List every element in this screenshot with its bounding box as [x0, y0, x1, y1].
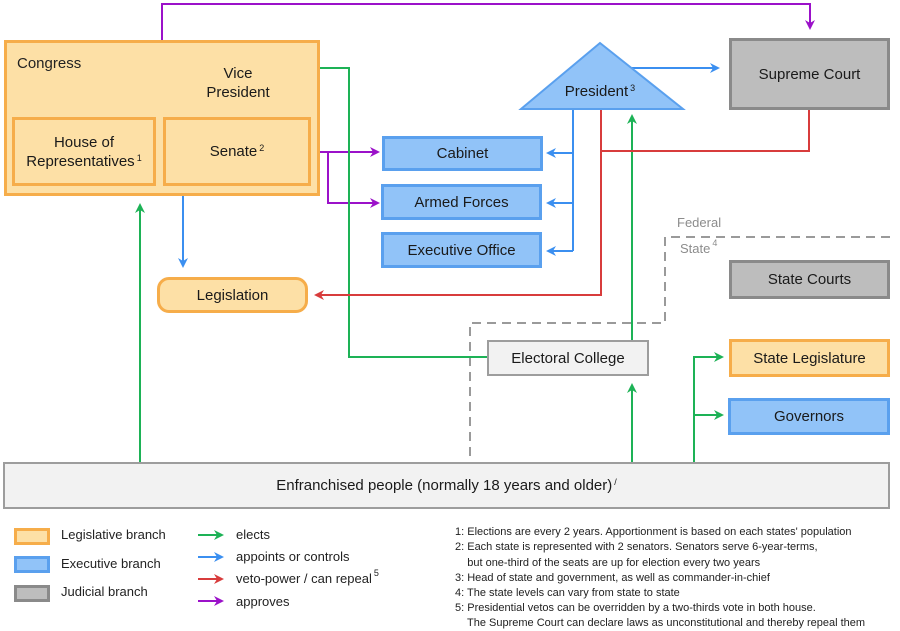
legend-label-veto-text: veto-power / can repeal: [236, 571, 372, 586]
arrow-senate-approves-armed-forces: [327, 152, 380, 208]
cabinet-box: Cabinet: [382, 136, 543, 171]
state-legislature-label: State Legislature: [753, 349, 866, 367]
executive-office-label: Executive Office: [407, 241, 516, 259]
footnote-5-cont: The Supreme Court can declare laws as un…: [455, 617, 866, 629]
footnote-marker: 5: [373, 568, 379, 578]
legend-label-elects: elects: [236, 527, 270, 542]
state-label-text: State: [680, 241, 711, 256]
electoral-college-box: Electoral College: [487, 340, 649, 376]
legend-swatch-legislative: [14, 528, 50, 545]
legend-swatch-executive: [14, 556, 50, 573]
footnote-marker: 2: [259, 143, 265, 153]
arrow-president-veto-legislation: [314, 110, 602, 300]
executive-office-box: Executive Office: [381, 232, 542, 268]
electoral-college-label: Electoral College: [511, 349, 625, 367]
vice-president-label: Vice President: [188, 64, 288, 102]
governors-box: Governors: [728, 398, 890, 435]
footnote-2-cont: but one-third of the seats are up for el…: [455, 557, 761, 569]
enfranchised-people-box: Enfranchised people (normally 18 years a…: [3, 462, 890, 509]
footnote-4: 4: The state levels can vary from state …: [455, 587, 680, 599]
state-courts-box: State Courts: [729, 260, 890, 299]
federal-label: Federal: [677, 215, 722, 230]
supreme-court-label: Supreme Court: [758, 65, 861, 83]
legend-label-executive: Executive branch: [61, 556, 161, 571]
footnote-marker: 4: [712, 238, 718, 248]
federal-state-boundary: [469, 236, 890, 462]
president-triangle: [518, 41, 686, 110]
governors-label: Governors: [773, 408, 845, 425]
footnote-2: 2: Each state is represented with 2 sena…: [455, 541, 818, 553]
arrow-congress-approves-supreme-court: [161, 3, 815, 40]
vice-president-line2: President: [206, 84, 270, 101]
legislation-box: Legislation: [157, 277, 308, 313]
line-supreme-court-repeal: [601, 109, 810, 152]
footnote-1: 1: Elections are every 2 years. Apportio…: [455, 526, 852, 538]
arrow-people-elect-state-legislature: [693, 352, 724, 462]
state-courts-label: State Courts: [767, 271, 852, 288]
footnote-marker: /: [614, 477, 617, 487]
armed-forces-label: Armed Forces: [414, 193, 509, 211]
vice-president-line1: Vice: [223, 65, 253, 82]
legend-label-approves: approves: [236, 594, 290, 609]
president-text: President: [564, 83, 629, 100]
legend-label-legislative: Legislative branch: [61, 527, 166, 542]
armed-forces-box: Armed Forces: [381, 184, 542, 220]
footnote-marker: 1: [136, 152, 142, 163]
footnote-5: 5: Presidential vetos can be overridden …: [455, 602, 816, 614]
footnote-marker: 3: [630, 83, 636, 93]
supreme-court-box: Supreme Court: [729, 38, 890, 110]
legend-swatch-judicial: [14, 585, 50, 602]
state-legislature-box: State Legislature: [729, 339, 890, 377]
legend-label-appoints: appoints or controls: [236, 549, 350, 564]
cabinet-label: Cabinet: [436, 145, 489, 162]
footnote-3: 3: Head of state and government, as well…: [455, 572, 770, 584]
senate-label: Senate: [209, 143, 258, 160]
enfranchised-people-label: Enfranchised people (normally 18 years a…: [276, 477, 613, 494]
legend-label-judicial: Judicial branch: [61, 584, 148, 599]
congress-label: Congress: [17, 55, 82, 72]
house-line2: Representatives: [26, 152, 135, 170]
house-line1: House of: [53, 133, 115, 151]
legislation-label: Legislation: [196, 286, 269, 304]
